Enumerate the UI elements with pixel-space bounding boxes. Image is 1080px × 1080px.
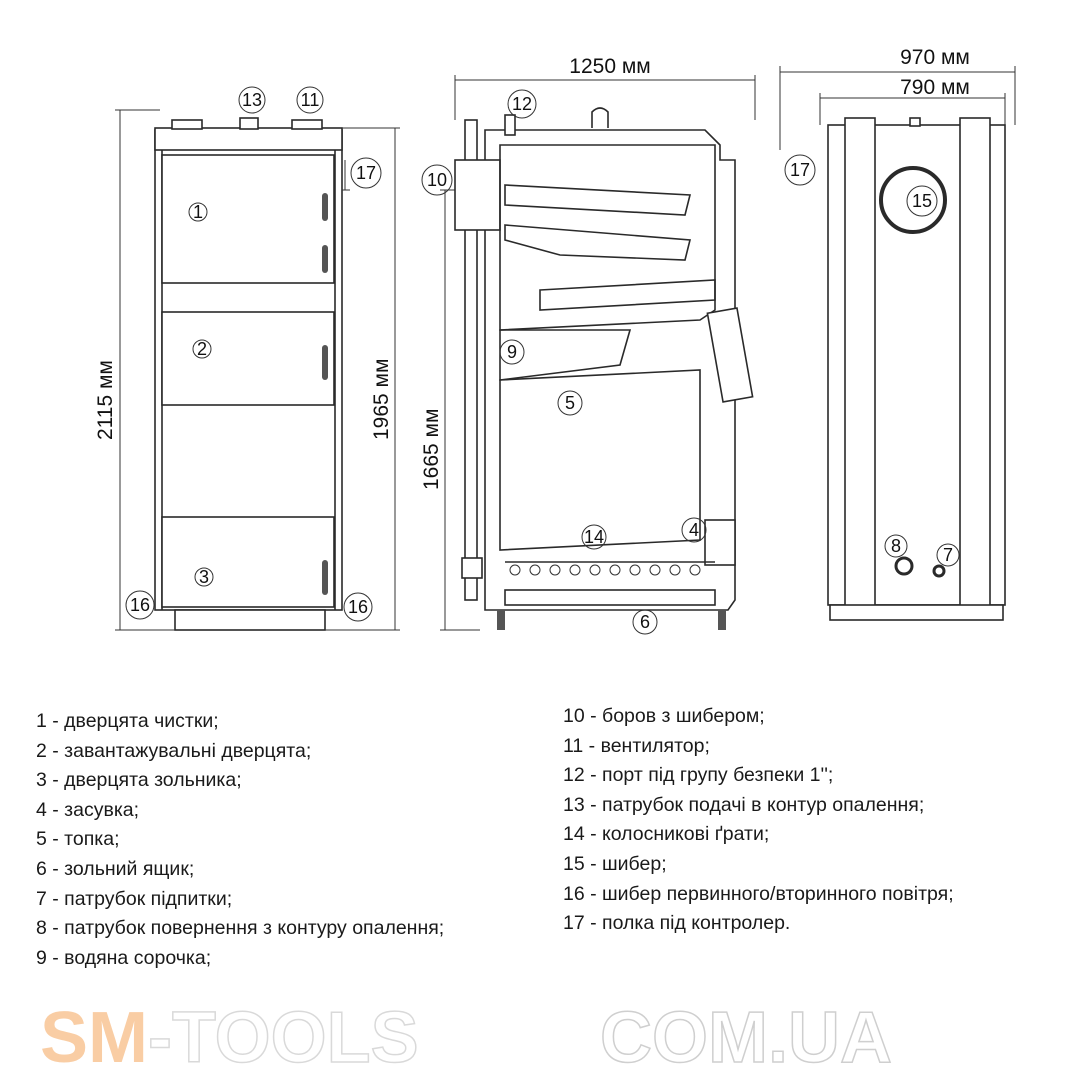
- callout-7: 7: [943, 545, 953, 565]
- watermark-tools: -TOOLS: [148, 998, 419, 1078]
- legend-item: 9 - водяна сорочка;: [36, 946, 212, 969]
- baffle: [504, 184, 692, 216]
- front-view: 2115 мм 1965 мм 13 11 17 1 2 3 16 16: [94, 86, 400, 631]
- callout-3: 3: [199, 567, 209, 587]
- rear-view: 970 мм 790 мм 15 17 8 7: [779, 46, 1016, 621]
- safety-port: [504, 114, 516, 136]
- callout-11: 11: [301, 90, 320, 110]
- side-leg: [718, 610, 726, 630]
- door-1-handle-2: [322, 245, 328, 273]
- legend-item: 13 - патрубок подачі в контур опалення;: [563, 793, 925, 816]
- legend-right: 10 - боров з шибером; 11 - вентилятор; 1…: [563, 702, 954, 939]
- watermark-sm: SM: [40, 998, 148, 1078]
- legend-item: 4 - засувка;: [36, 798, 140, 821]
- rear-column: [844, 117, 876, 607]
- callout-17: 17: [356, 163, 376, 183]
- callout-6: 6: [640, 612, 650, 632]
- legend-item: 14 - колосникові ґрати;: [563, 823, 770, 846]
- legend-item: 16 - шибер первинного/вторинного повітря…: [563, 882, 954, 905]
- side-view: 1250 мм 1665 мм 12 10 9 5 14 4 6: [420, 55, 756, 635]
- callout-4: 4: [689, 520, 699, 540]
- door-2-handle: [322, 345, 328, 380]
- watermark-line1: SM-TOOLS: [40, 998, 419, 1078]
- side-flue-pipe: [464, 119, 478, 601]
- door-3: [161, 516, 335, 608]
- firebox: [499, 369, 701, 551]
- shutter-side: [704, 519, 736, 566]
- dim-1250: 1250 мм: [569, 55, 650, 78]
- flue-damper: [454, 159, 501, 231]
- legend-item: 8 - патрубок повернення з контуру опален…: [36, 917, 445, 940]
- legend-item: 6 - зольний ящик;: [36, 857, 195, 880]
- dim-970: 970 мм: [900, 46, 970, 69]
- water-jacket: [499, 329, 632, 381]
- loading-door-side: [706, 307, 754, 403]
- door-2: [161, 311, 335, 406]
- door-1: [161, 154, 335, 284]
- rear-base: [829, 604, 1004, 621]
- legend-item: 12 - порт під групу безпеки 1'';: [563, 764, 834, 787]
- dim-2115: 2115 мм: [94, 360, 117, 440]
- damper-15: [879, 166, 947, 234]
- legend-item: 3 - дверцята зольника;: [36, 769, 242, 792]
- return-pipe: [894, 556, 914, 576]
- front-pipe-11: [291, 119, 323, 130]
- boiler-drawings: 2115 мм 1965 мм 13 11 17 1 2 3 16 16 125…: [94, 46, 1016, 635]
- legend-item: 2 - завантажувальні дверцята;: [36, 739, 312, 762]
- dim-1665: 1665 мм: [420, 409, 443, 490]
- side-top-pipe: [591, 107, 609, 128]
- callout-14: 14: [584, 527, 604, 547]
- door-1-handle: [322, 193, 328, 221]
- legend-item: 17 - полка під контролер.: [563, 912, 791, 935]
- front-base: [174, 609, 326, 631]
- callout-13: 13: [242, 90, 262, 110]
- side-fitting: [461, 557, 483, 579]
- dim-1965: 1965 мм: [370, 359, 393, 440]
- callout-16-right: 16: [348, 597, 368, 617]
- callout-17-rear: 17: [790, 160, 810, 180]
- rear-top-pipe: [909, 117, 921, 127]
- baffle: [539, 279, 716, 311]
- callout-12: 12: [512, 94, 532, 114]
- callout-8: 8: [891, 536, 901, 556]
- makeup-pipe: [932, 564, 946, 578]
- callout-2: 2: [197, 339, 207, 359]
- dim-790: 790 мм: [900, 76, 970, 99]
- watermark-domain: COM.UA: [600, 998, 892, 1078]
- legend-item: 5 - топка;: [36, 828, 120, 851]
- door-3-handle: [322, 560, 328, 595]
- callout-15: 15: [912, 191, 932, 211]
- callout-1: 1: [193, 202, 203, 222]
- front-top-plate: [154, 127, 343, 151]
- ash-box: [504, 589, 716, 606]
- callout-10: 10: [427, 170, 447, 190]
- legend-item: 15 - шибер;: [563, 852, 667, 875]
- legend-item: 11 - вентилятор;: [563, 734, 710, 757]
- legend-item: 7 - патрубок підпитки;: [36, 887, 233, 910]
- side-leg: [497, 610, 505, 630]
- legend-item: 10 - боров з шибером;: [563, 705, 765, 727]
- callout-16-left: 16: [130, 595, 150, 615]
- rear-column: [959, 117, 991, 607]
- front-pipe-13: [239, 117, 259, 130]
- front-pipe-left: [171, 119, 203, 130]
- legend-left: 1 - дверцята чистки; 2 - завантажувальні…: [36, 707, 444, 973]
- callout-5: 5: [565, 393, 575, 413]
- grate-bars: [509, 564, 701, 576]
- baffle: [504, 224, 692, 261]
- callout-9: 9: [507, 342, 517, 362]
- legend-item: 1 - дверцята чистки;: [36, 710, 219, 732]
